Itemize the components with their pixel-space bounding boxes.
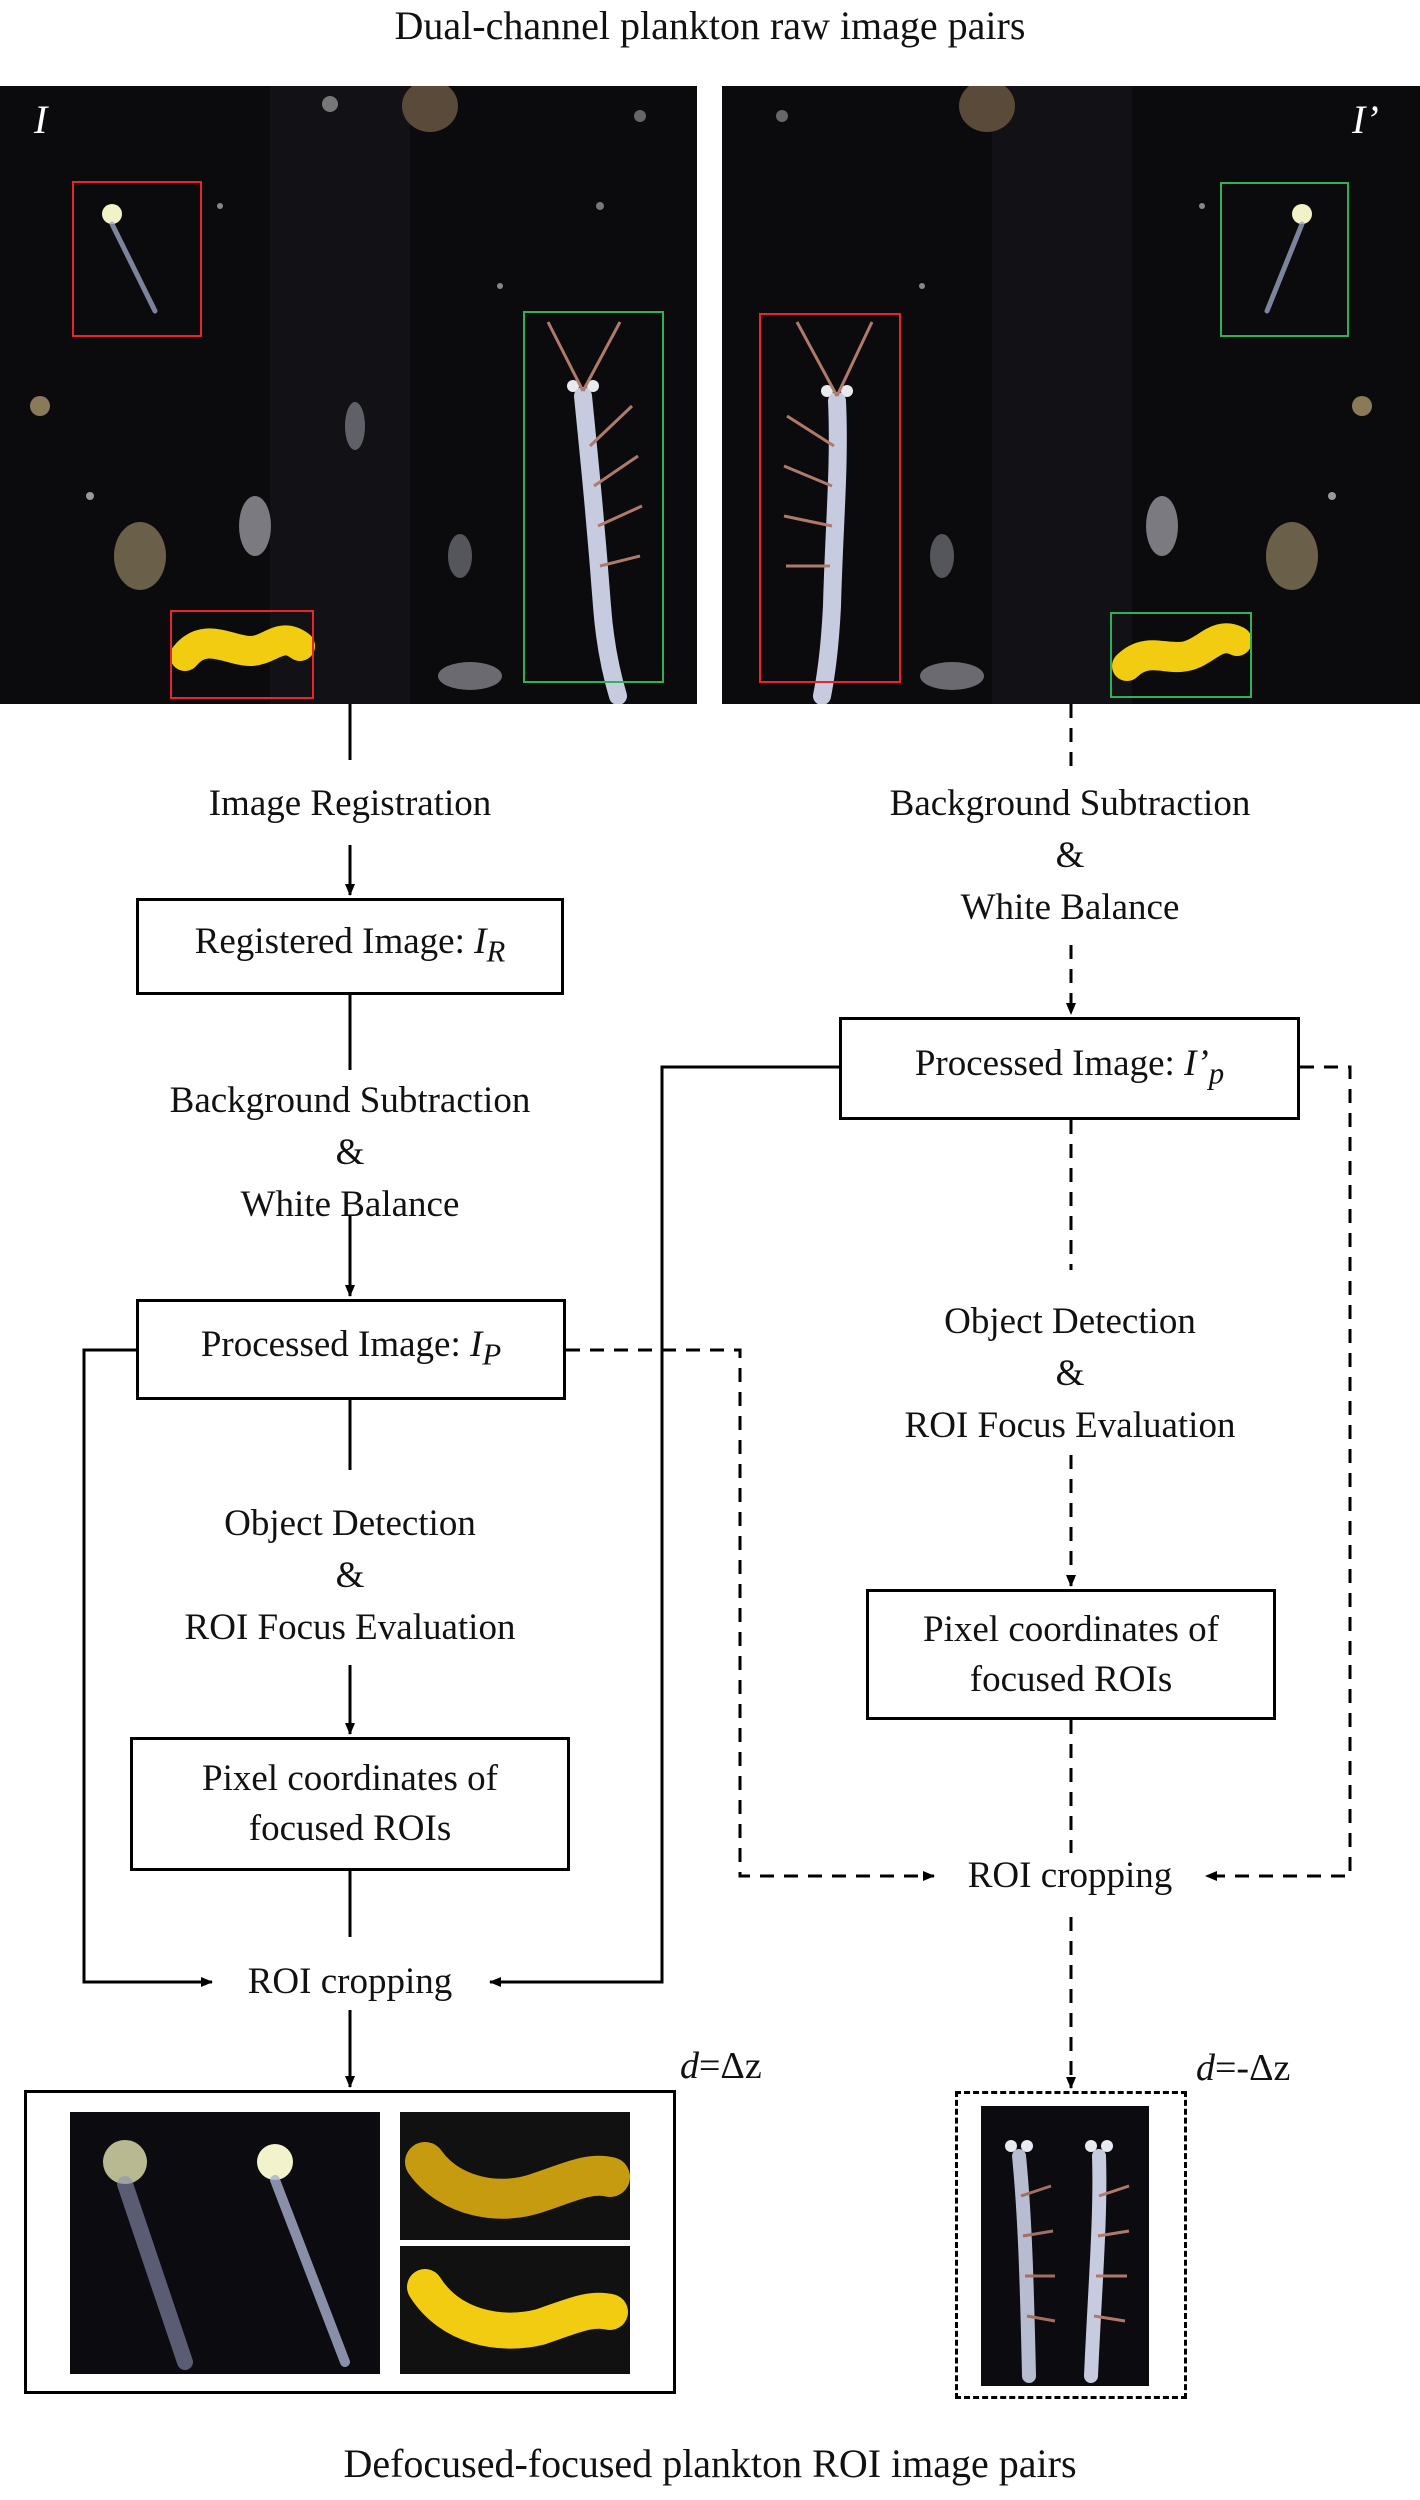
right-depth-label: d=-Δz <box>1196 2047 1291 2089</box>
raw-image-left <box>0 86 697 704</box>
left-pixel-coordinates-box: Pixel coordinates of focused ROIs <box>130 1737 570 1871</box>
bottom-title: Defocused-focused plankton ROI image pai… <box>343 2441 1077 2486</box>
right-processed-image-box: Processed Image: I’p <box>839 1017 1300 1120</box>
right-object-detection-label: Object Detection & ROI Focus Evaluation <box>904 1301 1236 1446</box>
raw-image-right <box>722 86 1420 704</box>
right-background-subtraction-label: Background Subtraction & White Balance <box>889 783 1251 928</box>
left-processed-image-box: Processed Image: IP <box>136 1299 566 1400</box>
left-depth-label: d=Δz <box>680 2045 762 2087</box>
left-roi-cropping-label: ROI cropping <box>247 1961 453 2002</box>
left-registered-image-box: Registered Image: IR <box>136 898 564 995</box>
right-roi-cropping-label: ROI cropping <box>967 1855 1173 1896</box>
left-roi-crops <box>70 2112 630 2374</box>
left-image-registration-label: Image Registration <box>208 783 492 824</box>
raw-image-right-label: I’ <box>1352 97 1379 142</box>
top-title: Dual-channel plankton raw image pairs <box>394 3 1026 48</box>
right-roi-crops <box>981 2106 1149 2386</box>
raw-image-left-label: I <box>34 97 48 142</box>
left-object-detection-label: Object Detection & ROI Focus Evaluation <box>184 1503 516 1648</box>
right-pixel-coordinates-box: Pixel coordinates of focused ROIs <box>866 1589 1276 1720</box>
left-background-subtraction-label: Background Subtraction & White Balance <box>169 1080 531 1225</box>
